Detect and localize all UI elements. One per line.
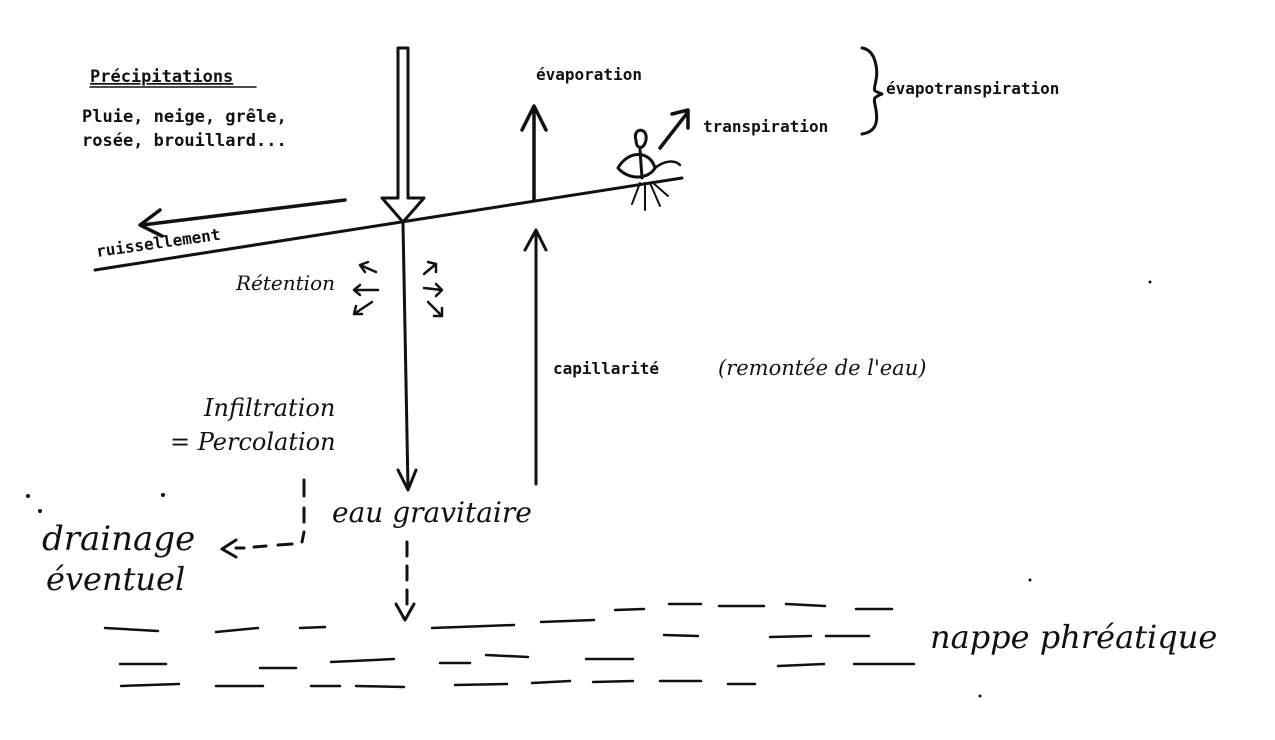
drainage-label: drainage [42, 519, 195, 559]
capillarite-note: (remontée de l'eau) [718, 356, 926, 380]
eventuel-label: éventuel [46, 560, 185, 598]
percolation-label: = Percolation [170, 428, 336, 456]
evaporation-arrow [520, 104, 548, 202]
transpiration-label: transpiration [703, 117, 828, 136]
ground-surface-line [93, 176, 684, 272]
eau-gravitaire-label: eau gravitaire [332, 496, 532, 529]
infiltration-label: Infiltration [203, 394, 335, 422]
plant-icon [616, 128, 682, 211]
water-table-dashes [103, 602, 916, 689]
stray-marks [26, 280, 1152, 698]
infiltration-arrow [396, 222, 418, 492]
precipitations-line2: rosée, brouillard... [82, 131, 287, 151]
retention-label: Rétention [235, 271, 335, 295]
precipitations-line1: Pluie, neige, grêle, [82, 107, 287, 127]
retention-arrows [352, 260, 444, 318]
runoff-arrow [138, 198, 347, 238]
transpiration-arrow [658, 108, 690, 150]
precipitation-arrow [380, 46, 426, 224]
evaporation-label: évaporation [536, 65, 642, 84]
capillarity-arrow [523, 228, 548, 486]
capillarite-label: capillarité [553, 359, 659, 378]
evapotranspiration-label: évapotranspiration [886, 79, 1059, 98]
evapotranspiration-brace [860, 46, 884, 136]
nappe-phreatique-label: nappe phréatique [930, 618, 1217, 656]
ruissellement-label: ruissellement [95, 225, 222, 261]
gravitational-dashed-arrow [394, 540, 416, 622]
drainage-dashed-arrow [220, 478, 306, 559]
precipitations-title: Précipitations [90, 67, 233, 87]
